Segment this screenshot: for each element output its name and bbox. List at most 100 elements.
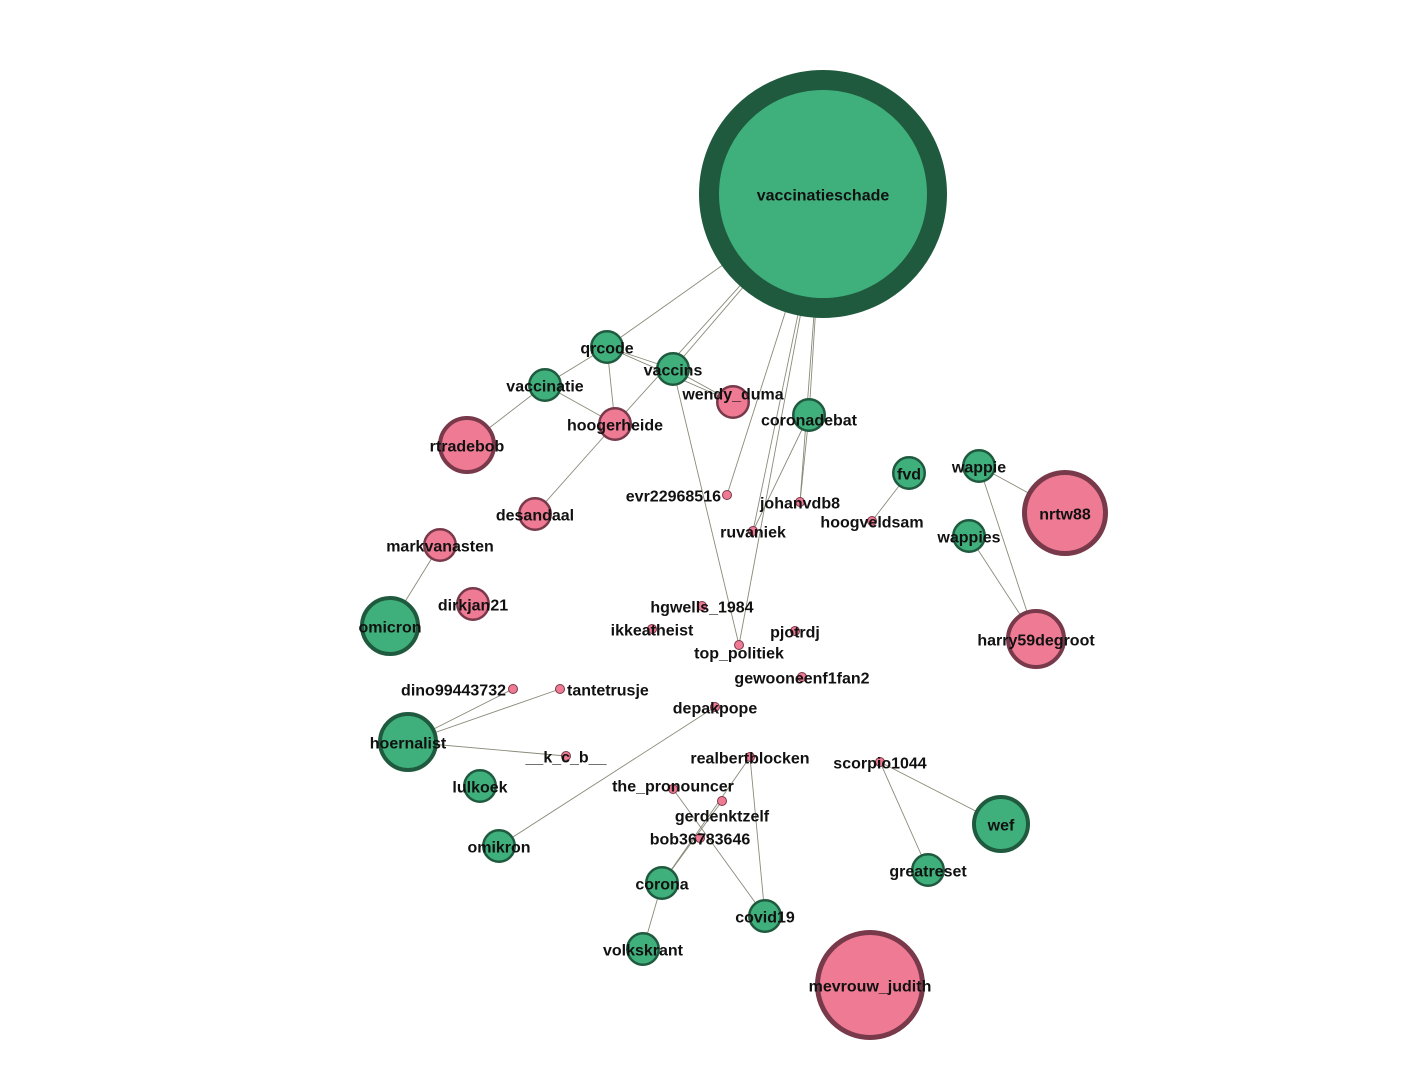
node-lulkoek[interactable] xyxy=(463,769,497,803)
node-label: bob36783646 xyxy=(650,832,751,849)
edge-scorpio1044-greatreset xyxy=(879,761,929,871)
node-mevrouw_judith[interactable] xyxy=(815,930,925,1040)
node-qrcode[interactable] xyxy=(590,330,624,364)
node-label: omicron xyxy=(358,620,421,637)
node-omikron[interactable] xyxy=(482,829,516,863)
node-label: depakpope xyxy=(673,701,758,718)
node-pjotrdj[interactable] xyxy=(790,626,800,636)
node-hgwells_1984[interactable] xyxy=(697,601,707,611)
node-label: hoernalist xyxy=(370,736,447,753)
node-label: ruvaniek xyxy=(720,525,786,542)
node-__k_c_b__[interactable] xyxy=(561,751,571,761)
edge-omikron-depakpope xyxy=(498,706,716,847)
nodes-layer xyxy=(360,70,1108,1040)
node-label: realbertblocken xyxy=(690,751,809,768)
node-bob36783646[interactable] xyxy=(695,833,705,843)
node-label: gerdenktzelf xyxy=(675,809,770,826)
node-label: desandaal xyxy=(496,508,574,525)
node-markvanasten[interactable] xyxy=(423,528,457,562)
node-corona[interactable] xyxy=(645,866,679,900)
node-label: johanvdb8 xyxy=(759,496,840,513)
node-hoernalist[interactable] xyxy=(378,712,438,772)
node-label: tantetrusje xyxy=(567,683,649,700)
node-label: markvanasten xyxy=(386,539,494,556)
node-coronadebat[interactable] xyxy=(792,398,826,432)
node-vaccinatie[interactable] xyxy=(528,368,562,402)
edge-hoogerheide-desandaal xyxy=(534,423,616,515)
node-omicron[interactable] xyxy=(360,596,420,656)
node-dirkjan21[interactable] xyxy=(456,587,490,621)
node-label: corona xyxy=(635,877,688,894)
node-label: vaccins xyxy=(644,363,703,380)
node-vaccinatieschade[interactable] xyxy=(699,70,947,318)
node-volkskrant[interactable] xyxy=(626,932,660,966)
node-label: gewooneenf1fan2 xyxy=(734,671,869,688)
edge-the_pronouncer-covid19 xyxy=(672,788,766,917)
node-label: hgwells_1984 xyxy=(650,600,753,617)
node-label: harry59degroot xyxy=(977,633,1095,650)
node-label: mevrouw_judith xyxy=(809,979,932,996)
node-scorpio1044[interactable] xyxy=(875,757,885,767)
node-label: vaccinatie xyxy=(506,379,583,396)
node-covid19[interactable] xyxy=(748,899,782,933)
edge-vaccins-top_politiek xyxy=(672,368,740,646)
node-label: fvd xyxy=(897,467,921,484)
node-evr22968516[interactable] xyxy=(722,490,732,500)
node-nrtw88[interactable] xyxy=(1022,470,1108,556)
node-label: __k_c_b__ xyxy=(525,750,608,767)
node-label: dino99443732 xyxy=(401,683,506,700)
node-wendy_duma[interactable] xyxy=(716,385,750,419)
node-the_pronouncer[interactable] xyxy=(668,784,678,794)
node-wappies[interactable] xyxy=(952,519,986,553)
node-depakpope[interactable] xyxy=(710,702,720,712)
edge-realbertblocken-corona xyxy=(661,756,751,884)
node-wef[interactable] xyxy=(972,795,1030,853)
node-label: greatreset xyxy=(889,864,967,881)
node-top_politiek[interactable] xyxy=(734,640,744,650)
node-label: rtradebob xyxy=(430,439,505,456)
node-label: evr22968516 xyxy=(626,489,721,506)
node-vaccins[interactable] xyxy=(656,352,690,386)
edge-coronadebat-ruvaniek xyxy=(752,414,810,532)
edge-realbertblocken-covid19 xyxy=(749,756,766,917)
node-label: nrtw88 xyxy=(1039,507,1091,524)
node-dino99443732[interactable] xyxy=(508,684,518,694)
node-label: qrcode xyxy=(580,341,633,358)
node-label: scorpio1044 xyxy=(833,756,926,773)
node-label: wappie xyxy=(951,460,1006,477)
node-ikkeatheist[interactable] xyxy=(647,624,657,634)
node-label: hoogveldsam xyxy=(820,515,923,532)
node-label: vaccinatieschade xyxy=(757,188,890,205)
node-greatreset[interactable] xyxy=(911,853,945,887)
node-label: lulkoek xyxy=(452,780,507,797)
node-label: wappies xyxy=(936,530,1000,547)
node-fvd[interactable] xyxy=(892,456,926,490)
node-ruvaniek[interactable] xyxy=(748,526,758,536)
node-rtradebob[interactable] xyxy=(438,416,496,474)
node-harry59degroot[interactable] xyxy=(1006,609,1066,669)
node-hoogerheide[interactable] xyxy=(598,407,632,441)
node-label: covid19 xyxy=(735,910,795,927)
node-label: the_pronouncer xyxy=(612,779,734,796)
node-label: ikkeatheist xyxy=(611,623,694,640)
node-gerdenktzelf[interactable] xyxy=(717,796,727,806)
node-label: omikron xyxy=(467,840,530,857)
edge-wappie-harry59degroot xyxy=(978,465,1037,640)
node-hoogveldsam[interactable] xyxy=(867,516,877,526)
node-johanvdb8[interactable] xyxy=(795,497,805,507)
node-label: coronadebat xyxy=(761,413,858,430)
node-wappie[interactable] xyxy=(962,449,996,483)
node-desandaal[interactable] xyxy=(518,497,552,531)
node-realbertblocken[interactable] xyxy=(745,752,755,762)
node-label: volkskrant xyxy=(603,943,684,960)
node-gewooneenf1fan2[interactable] xyxy=(797,672,807,682)
node-label: top_politiek xyxy=(694,646,784,663)
node-label: wef xyxy=(987,818,1015,835)
node-label: wendy_duma xyxy=(681,387,783,404)
node-label: dirkjan21 xyxy=(438,598,508,615)
node-tantetrusje[interactable] xyxy=(555,684,565,694)
node-label: hoogerheide xyxy=(567,418,663,435)
node-label: pjotrdj xyxy=(770,625,820,642)
